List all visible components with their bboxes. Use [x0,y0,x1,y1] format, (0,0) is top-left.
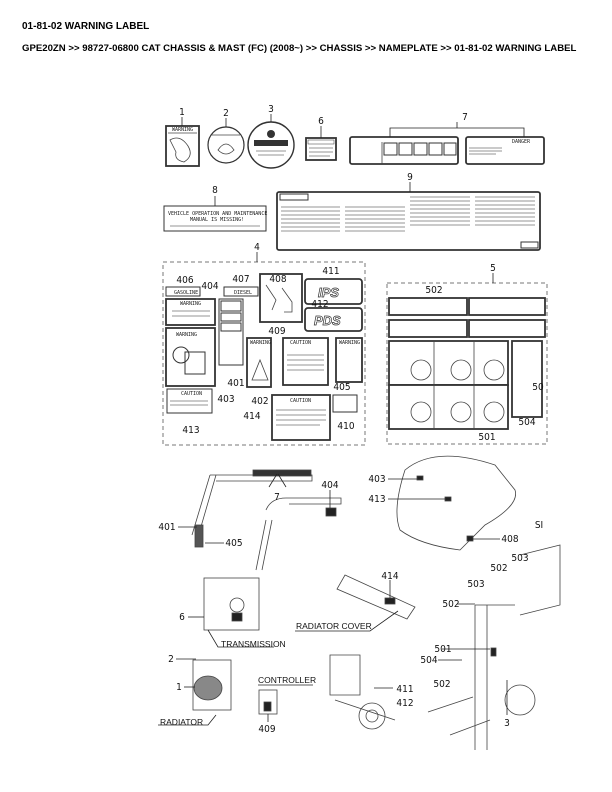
callout: 504 [518,417,535,428]
label-8: VEHICLE OPERATION AND MAINTENANCE MANUAL… [163,196,267,232]
radiator-drawing [192,659,232,711]
svg-text:CAUTION: CAUTION [290,340,311,346]
group-4-labels: GASOLINE DIESEL WARNING WARNING WARNING … [165,273,363,441]
callout: 503 [511,553,528,564]
callout: 412 [311,299,328,310]
callout: 404 [201,281,218,292]
callout: 407 [232,274,249,285]
leader-lines [158,473,508,726]
transmission-drawing [203,577,260,631]
callout: 403 [368,474,385,485]
caption-radiator: RADIATOR [160,717,203,727]
callout: 502 [442,599,459,610]
callout: 50 [532,382,544,393]
callout: 414 [243,411,260,422]
callout: 6 [179,612,185,623]
label-9 [276,182,541,251]
callout: 405 [225,538,242,549]
label-6 [305,126,337,161]
callout: 5 [490,263,496,274]
callout: 408 [501,534,518,545]
callout: 1 [176,682,182,693]
svg-text:VEHICLE OPERATION AND MAINTENA: VEHICLE OPERATION AND MAINTENANCE [168,211,267,217]
svg-text:WARNING: WARNING [339,340,360,346]
forklift-drawing [427,544,561,750]
svg-text:WARNING: WARNING [172,127,193,133]
callout: 406 [176,275,193,286]
captions: RADIATOR COVER TRANSMISSION RADIATOR CON… [160,621,372,727]
callout: SI [535,520,543,531]
callout: 411 [396,684,413,695]
callout: 501 [434,644,451,655]
callout: 410 [337,421,354,432]
svg-text:WARNING: WARNING [250,340,271,346]
radiator-cover-drawing [336,574,416,620]
callout-numbers: 1 2 3 6 7 8 9 4 5 406 404 407 408 411 41… [158,104,544,735]
label-3 [247,114,295,169]
svg-text:GASOLINE: GASOLINE [174,290,198,296]
callout: 2 [223,108,229,119]
label-1: WARNING [165,117,200,167]
callout: 3 [268,104,274,115]
callout: 405 [333,382,350,393]
callout: 411 [322,266,339,277]
callout: 4 [254,242,260,253]
svg-text:PDS: PDS [314,313,341,328]
callout: 408 [269,274,286,285]
callout: 404 [321,480,338,491]
controller-drawing [258,689,278,715]
overhead-guard-drawing [191,469,342,571]
callout: 414 [381,571,398,582]
callout: 412 [396,698,413,709]
callout: 402 [251,396,268,407]
svg-text:CAUTION: CAUTION [290,398,311,404]
callout: 401 [227,378,244,389]
callout: 401 [158,522,175,533]
caption-transmission: TRANSMISSION [221,639,286,649]
callout: 413 [368,494,385,505]
group-5-box [386,282,548,445]
callout: 6 [318,116,324,127]
breadcrumb: GPE20ZN >> 98727-06800 CAT CHASSIS & MAS… [22,43,577,54]
callout: 502 [433,679,450,690]
svg-text:WARNING: WARNING [180,301,201,307]
callout: 502 [490,563,507,574]
svg-text:DANGER: DANGER [512,139,531,145]
callout: 504 [420,655,437,666]
callout: 413 [182,425,199,436]
label-2 [207,118,245,164]
callout: 409 [258,724,275,735]
callout: 9 [407,172,413,183]
caption-controller: CONTROLLER [258,675,316,685]
svg-text:WARNING: WARNING [176,332,197,338]
caption-radiator-cover: RADIATOR COVER [296,621,372,631]
callout: 2 [168,654,174,665]
callout: 7 [274,492,280,503]
svg-text:MANUAL IS MISSING!: MANUAL IS MISSING! [190,217,244,223]
callout: 3 [504,718,510,729]
hood-drawing [396,455,517,551]
svg-text:IPS: IPS [318,285,339,300]
page-title: 01-81-02 WARNING LABEL [22,21,150,32]
callout: 409 [268,326,285,337]
group-4-box [162,261,366,446]
callout: 8 [212,185,218,196]
label-7: DANGER [349,122,545,165]
group-5-labels [388,297,546,430]
svg-text:DIESEL: DIESEL [234,290,252,296]
callout: 1 [179,107,185,118]
svg-text:CAUTION: CAUTION [181,391,202,397]
callout: 503 [467,579,484,590]
truck-side-drawing [329,654,396,730]
callout: 502 [425,285,442,296]
callout: 403 [217,394,234,405]
callout: 501 [478,432,495,443]
callout: 7 [462,112,468,123]
